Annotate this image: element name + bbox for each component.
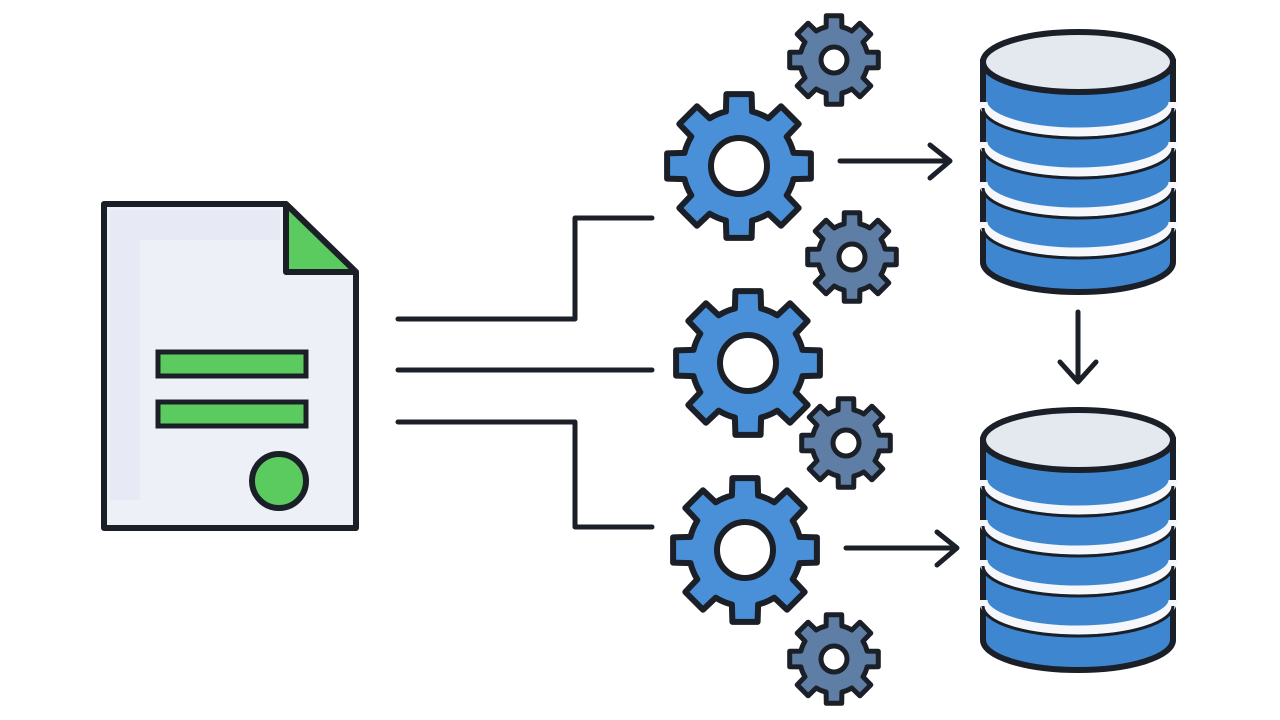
document-seal bbox=[249, 451, 309, 511]
database-icon bbox=[978, 29, 1178, 295]
connector-bottom bbox=[395, 419, 655, 530]
database-stripe bbox=[978, 599, 1178, 635]
arrows bbox=[837, 142, 1099, 568]
database-stripe-edge bbox=[981, 147, 1175, 180]
document-fold bbox=[283, 201, 359, 275]
databases-group bbox=[978, 29, 1178, 673]
database-stripe-edge bbox=[981, 525, 1175, 558]
database-stripe-edge bbox=[981, 485, 1175, 518]
small-gear-icon bbox=[787, 612, 881, 706]
gear-icon bbox=[664, 91, 814, 241]
small-gear-icon bbox=[787, 13, 881, 107]
gear-hole bbox=[836, 241, 868, 273]
database-top bbox=[980, 29, 1176, 95]
gear-hole bbox=[818, 643, 850, 675]
arrow-icon bbox=[837, 142, 953, 181]
database-stripe bbox=[978, 479, 1178, 515]
document-icon bbox=[101, 201, 359, 531]
document-line-2 bbox=[155, 399, 309, 429]
gear-hole bbox=[714, 519, 776, 581]
database-stripe-edge bbox=[981, 107, 1175, 140]
document-shade bbox=[110, 210, 280, 500]
arrow-icon bbox=[1057, 309, 1099, 385]
database-stripe-edge bbox=[981, 605, 1175, 638]
document-line-1 bbox=[155, 349, 309, 379]
database-stripe-edge bbox=[981, 187, 1175, 220]
gears-group bbox=[664, 13, 899, 706]
gear-hole bbox=[708, 135, 770, 197]
database-stripe bbox=[978, 141, 1178, 177]
database-top bbox=[980, 407, 1176, 473]
database-stripe-edge bbox=[981, 227, 1175, 260]
gear-hole bbox=[830, 427, 862, 459]
database-stripe bbox=[978, 559, 1178, 595]
arrow-icon bbox=[843, 529, 960, 568]
database-stripe bbox=[978, 519, 1178, 555]
database-stripe-edge bbox=[981, 565, 1175, 598]
gear-icon bbox=[670, 475, 820, 625]
database-stripe bbox=[978, 221, 1178, 257]
gear-hole bbox=[818, 44, 850, 76]
small-gear-icon bbox=[805, 210, 899, 304]
database-stripe bbox=[978, 181, 1178, 217]
database-icon bbox=[978, 407, 1178, 673]
gear-hole bbox=[717, 332, 779, 394]
gear-icon bbox=[673, 288, 823, 438]
database-stripe bbox=[978, 101, 1178, 137]
connector-top bbox=[395, 215, 655, 322]
connector-lines bbox=[395, 215, 655, 530]
small-gear-icon bbox=[799, 396, 893, 490]
